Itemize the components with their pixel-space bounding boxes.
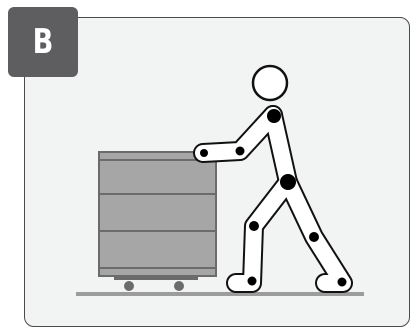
joint-shoulder bbox=[267, 109, 281, 123]
pushing-person-icon bbox=[200, 66, 347, 287]
cart-body bbox=[99, 152, 216, 276]
joint-front-knee bbox=[309, 232, 319, 242]
joint-hip bbox=[280, 174, 296, 190]
head bbox=[253, 66, 287, 100]
joint-back-knee bbox=[249, 221, 259, 231]
torso bbox=[273, 115, 288, 182]
joint-back-ankle bbox=[248, 277, 257, 286]
joint-front-ankle bbox=[338, 278, 347, 287]
joint-hand bbox=[200, 149, 208, 157]
utility-cart-icon bbox=[99, 152, 216, 291]
cart-wheel-left bbox=[124, 281, 134, 291]
cart-wheel-right bbox=[174, 281, 184, 291]
floor-line bbox=[76, 292, 364, 296]
cart-base bbox=[114, 276, 198, 280]
joint-elbow bbox=[236, 147, 245, 156]
